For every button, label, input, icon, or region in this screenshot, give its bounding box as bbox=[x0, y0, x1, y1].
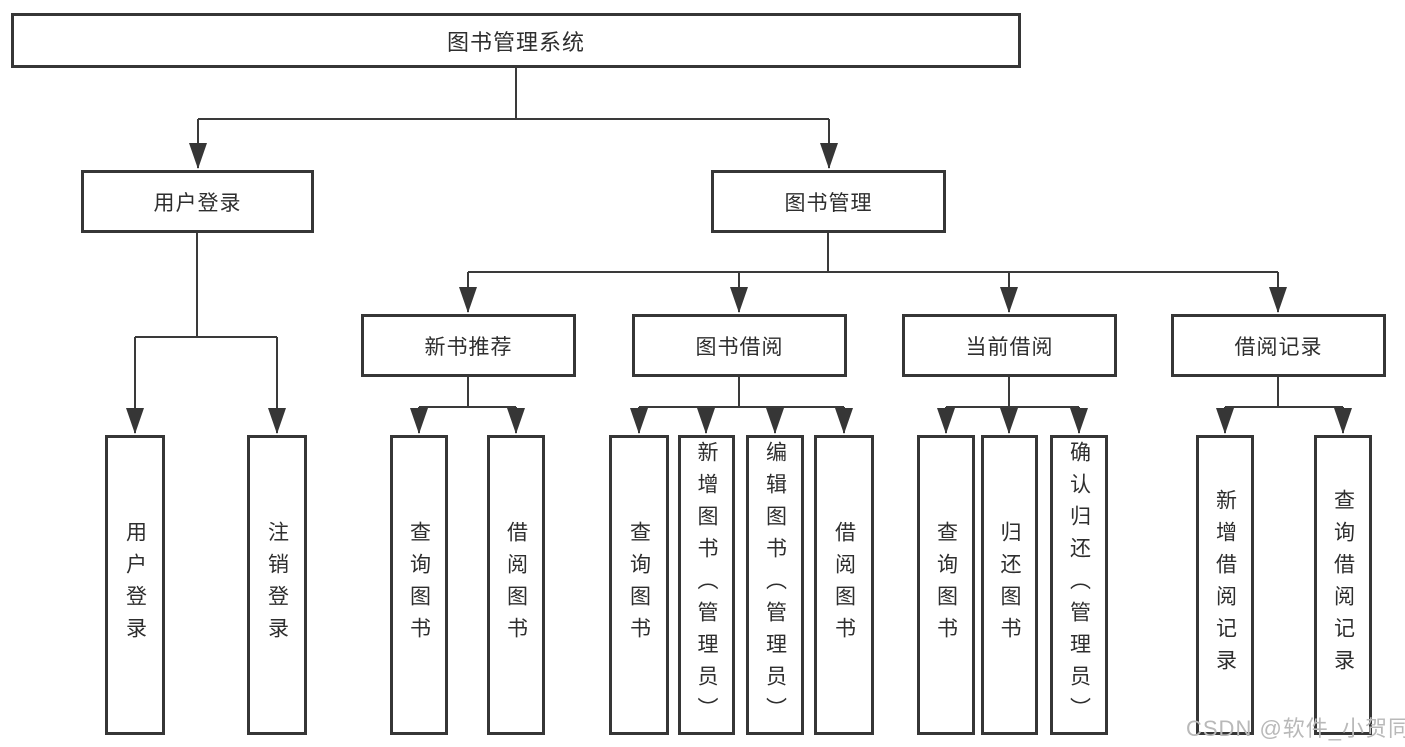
leaf-add-book-admin: 新增图书（管理员） bbox=[678, 435, 735, 735]
node-new-book-rec-label: 新书推荐 bbox=[424, 335, 513, 359]
leaf-query-books-2: 查询图书 bbox=[609, 435, 669, 735]
leaf-user-login: 用户登录 bbox=[105, 435, 165, 735]
leaf-user-login-label: 用户登录 bbox=[123, 521, 147, 649]
node-root-label: 图书管理系统 bbox=[446, 29, 585, 55]
connector-book-mgmt-trunk bbox=[468, 233, 1278, 273]
node-new-book-rec: 新书推荐 bbox=[361, 314, 576, 377]
leaf-add-borrow-record-label: 新增借阅记录 bbox=[1213, 489, 1237, 681]
leaf-query-borrow-record: 查询借阅记录 bbox=[1314, 435, 1372, 735]
node-borrow-records: 借阅记录 bbox=[1171, 314, 1386, 377]
node-book-borrow-label: 图书借阅 bbox=[695, 335, 784, 359]
leaf-return-book-label: 归还图书 bbox=[998, 521, 1021, 649]
leaf-query-books-2-label: 查询图书 bbox=[627, 521, 651, 649]
connector-current-borrow-trunk bbox=[946, 377, 1079, 408]
leaf-query-books-3-label: 查询图书 bbox=[934, 521, 958, 649]
leaf-borrow-books-1-label: 借阅图书 bbox=[504, 521, 528, 649]
node-user-login-label: 用户登录 bbox=[153, 191, 242, 215]
connector-borrow-records-trunk bbox=[1225, 377, 1343, 408]
leaf-query-borrow-record-label: 查询借阅记录 bbox=[1331, 489, 1355, 681]
leaf-confirm-return-admin: 确认归还（管理员） bbox=[1050, 435, 1108, 735]
leaf-edit-book-admin-label: 编辑图书（管理员） bbox=[763, 441, 787, 729]
leaf-query-books-1: 查询图书 bbox=[390, 435, 448, 735]
node-root: 图书管理系统 bbox=[11, 13, 1021, 68]
node-book-borrow: 图书借阅 bbox=[632, 314, 847, 377]
node-user-login: 用户登录 bbox=[81, 170, 314, 233]
node-borrow-records-label: 借阅记录 bbox=[1234, 335, 1323, 359]
node-current-borrow-label: 当前借阅 bbox=[965, 335, 1054, 359]
leaf-logout: 注销登录 bbox=[247, 435, 307, 735]
connector-book-borrow-trunk bbox=[639, 377, 844, 408]
leaf-confirm-return-admin-label: 确认归还（管理员） bbox=[1067, 441, 1091, 729]
node-current-borrow: 当前借阅 bbox=[902, 314, 1117, 377]
leaf-add-book-admin-label: 新增图书（管理员） bbox=[695, 441, 718, 729]
leaf-logout-label: 注销登录 bbox=[265, 521, 289, 649]
connector-user-login-trunk bbox=[135, 233, 277, 338]
leaf-return-book: 归还图书 bbox=[981, 435, 1038, 735]
leaf-borrow-books-1: 借阅图书 bbox=[487, 435, 545, 735]
connector-new-book-rec-trunk bbox=[419, 377, 516, 408]
leaf-query-books-1-label: 查询图书 bbox=[407, 521, 431, 649]
leaf-query-books-3: 查询图书 bbox=[917, 435, 975, 735]
leaf-edit-book-admin: 编辑图书（管理员） bbox=[746, 435, 804, 735]
connector-root-trunk bbox=[198, 68, 829, 120]
leaf-borrow-books-2-label: 借阅图书 bbox=[832, 521, 856, 649]
node-book-mgmt-label: 图书管理 bbox=[784, 191, 873, 215]
leaf-add-borrow-record: 新增借阅记录 bbox=[1196, 435, 1254, 735]
leaf-borrow-books-2: 借阅图书 bbox=[814, 435, 874, 735]
csdn-watermark: CSDN @软件_小贺同学 bbox=[1186, 716, 1405, 741]
node-book-mgmt: 图书管理 bbox=[711, 170, 946, 233]
